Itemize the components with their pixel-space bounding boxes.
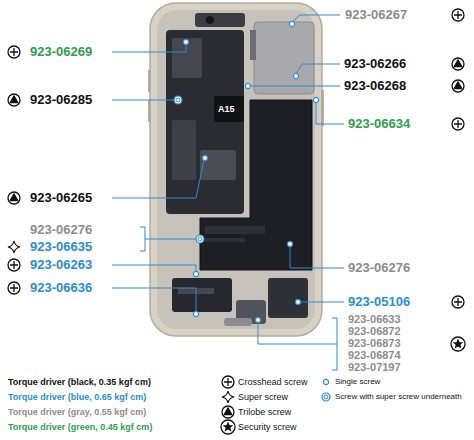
- screw-type-icons: [8, 9, 465, 351]
- legend-item: Torque driver (black, 0.35 kgf cm): [8, 377, 151, 387]
- chip-label: A15: [218, 104, 235, 114]
- part-number: 923-06872: [348, 325, 401, 338]
- legend-item: Screw with super screw underneath: [335, 392, 462, 401]
- part-number: 923-06276: [348, 261, 410, 276]
- legend-text: Security screw: [238, 422, 297, 432]
- part-number: 923-07197: [348, 361, 401, 374]
- legend-text: Torque driver (blue, 0.65 kgf cm): [8, 392, 146, 402]
- legend-symbols: [221, 376, 330, 434]
- part-number: 923-06874: [348, 349, 401, 362]
- legend-text: Trilobe screw: [238, 407, 291, 417]
- part-number: 923-06634: [348, 117, 410, 132]
- part-number: 923-05106: [348, 295, 410, 310]
- phone-frame: [148, 3, 324, 336]
- part-number: 923-06269: [30, 45, 92, 60]
- legend-text: Screw with super screw underneath: [335, 392, 462, 401]
- legend-text: Super screw: [238, 392, 288, 402]
- legend-color-sample: Torque driver (black, 0.35 kgf cm): [8, 377, 151, 387]
- legend-color-sample: Torque driver (green, 0.45 kgf cm): [8, 422, 152, 432]
- legend-item: Crosshead screw: [238, 377, 308, 387]
- legend-item: Torque driver (green, 0.45 kgf cm): [8, 422, 152, 432]
- legend-item: Security screw: [238, 422, 297, 432]
- legend-color-sample: Torque driver (gray, 0.55 kgf cm): [8, 407, 146, 417]
- legend-text: Torque driver (green, 0.45 kgf cm): [8, 422, 152, 432]
- legend-text: Torque driver (gray, 0.55 kgf cm): [8, 407, 146, 417]
- part-number: 923-06285: [30, 93, 92, 108]
- part-number: 923-06263: [30, 258, 92, 273]
- part-number: 923-06265: [30, 191, 92, 206]
- part-number: 923-06276: [30, 223, 92, 238]
- legend-item: Super screw: [238, 392, 288, 402]
- internal-parts: [166, 13, 314, 326]
- part-number: 923-06636: [30, 281, 92, 296]
- legend-item: Trilobe screw: [238, 407, 291, 417]
- screw-markers: [174, 21, 319, 322]
- leader-lines: [112, 15, 344, 370]
- part-number: 923-06873: [348, 337, 401, 350]
- part-number: 923-06266: [344, 57, 406, 72]
- legend-item: Torque driver (gray, 0.55 kgf cm): [8, 407, 146, 417]
- legend-item: Single screw: [335, 377, 380, 386]
- part-number: 923-06268: [344, 79, 406, 94]
- legend-color-sample: Torque driver (blue, 0.65 kgf cm): [8, 392, 146, 402]
- legend-text: Crosshead screw: [238, 377, 308, 387]
- part-number: 923-06633: [348, 313, 401, 326]
- legend-item: Torque driver (blue, 0.65 kgf cm): [8, 392, 146, 402]
- part-number: 923-06635: [30, 240, 92, 255]
- legend-text: Single screw: [335, 377, 380, 386]
- part-number: 923-06267: [345, 8, 407, 23]
- legend-text: Torque driver (black, 0.35 kgf cm): [8, 377, 151, 387]
